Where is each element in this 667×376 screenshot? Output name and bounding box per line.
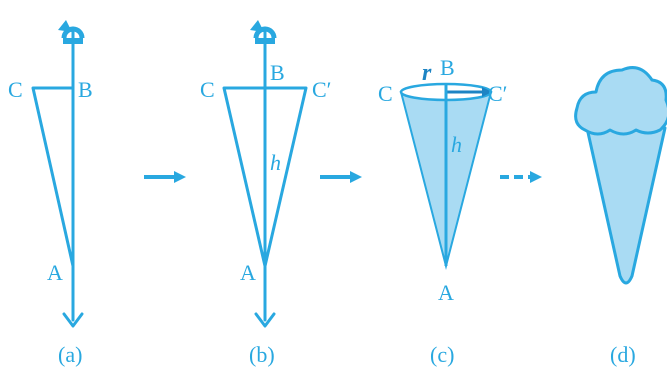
caption-b: (b) — [249, 342, 275, 367]
panel-c: C r B C′ h A (c) — [378, 55, 508, 367]
caption-d: (d) — [610, 342, 636, 367]
right-arrow-icon — [320, 171, 362, 183]
radius-arrow-icon — [482, 87, 492, 97]
right-triangle — [31, 86, 75, 268]
label-b: B — [440, 55, 455, 80]
label-h: h — [451, 132, 462, 157]
isosceles-triangle — [222, 86, 308, 268]
ice-cream-scoop — [574, 66, 667, 136]
caption-c: (c) — [430, 342, 454, 367]
label-c-prime: C′ — [312, 77, 332, 102]
label-b: B — [270, 60, 285, 85]
down-arrow-icon — [254, 312, 276, 328]
ice-cream-cone — [585, 126, 667, 285]
right-arrow-icon — [144, 171, 186, 183]
rotation-arrow-icon — [250, 20, 277, 44]
panel-b: C B C′ h A (b) — [200, 20, 332, 367]
down-arrow-icon — [62, 312, 84, 328]
label-b: B — [78, 77, 93, 102]
label-c: C — [378, 81, 393, 106]
label-a: A — [47, 260, 63, 285]
label-c-prime: C′ — [488, 81, 508, 106]
label-a: A — [240, 260, 256, 285]
label-c: C — [8, 77, 23, 102]
label-a: A — [438, 280, 454, 305]
rotation-arrow-icon — [58, 20, 85, 44]
panel-a: C B A (a) — [8, 20, 93, 367]
caption-a: (a) — [58, 342, 82, 367]
label-c: C — [200, 77, 215, 102]
right-arrow-icon — [500, 171, 542, 183]
label-r: r — [422, 60, 432, 86]
label-h: h — [270, 150, 281, 175]
panel-d: (d) — [574, 66, 667, 367]
